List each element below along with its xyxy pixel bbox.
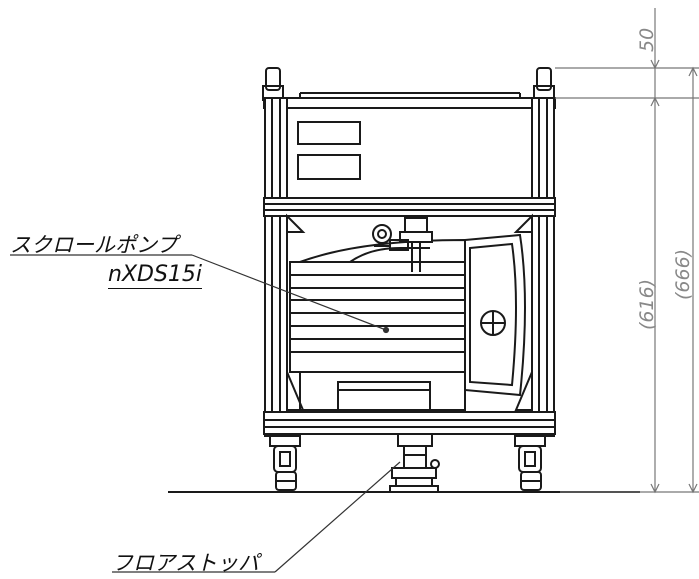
floor-stopper-label: フロアストッパ: [112, 551, 259, 575]
right-post: [531, 97, 555, 437]
floor-stopper: [389, 433, 440, 493]
left-post: [264, 97, 288, 437]
right-lift-eye: [533, 67, 555, 101]
model-label: nXDS15i: [108, 262, 203, 289]
scroll-pump-label: スクロールポンプ: [10, 233, 178, 257]
bottom-beam: [263, 411, 556, 435]
middle-beam: [263, 197, 556, 217]
dim-top-offset: 50: [636, 27, 658, 52]
dim-frame-height: (616): [636, 278, 658, 330]
right-caster: [514, 435, 546, 491]
left-caster: [269, 435, 301, 491]
left-lift-eye: [262, 67, 284, 101]
panel-window-2: [297, 154, 361, 180]
dim-overall-height: (666): [672, 248, 694, 300]
top-plate: [263, 97, 556, 109]
panel-window-1: [297, 121, 361, 145]
stopper-leader: [274, 461, 401, 573]
scroll-pump-body: [289, 217, 526, 411]
pump-leader: [191, 254, 387, 331]
